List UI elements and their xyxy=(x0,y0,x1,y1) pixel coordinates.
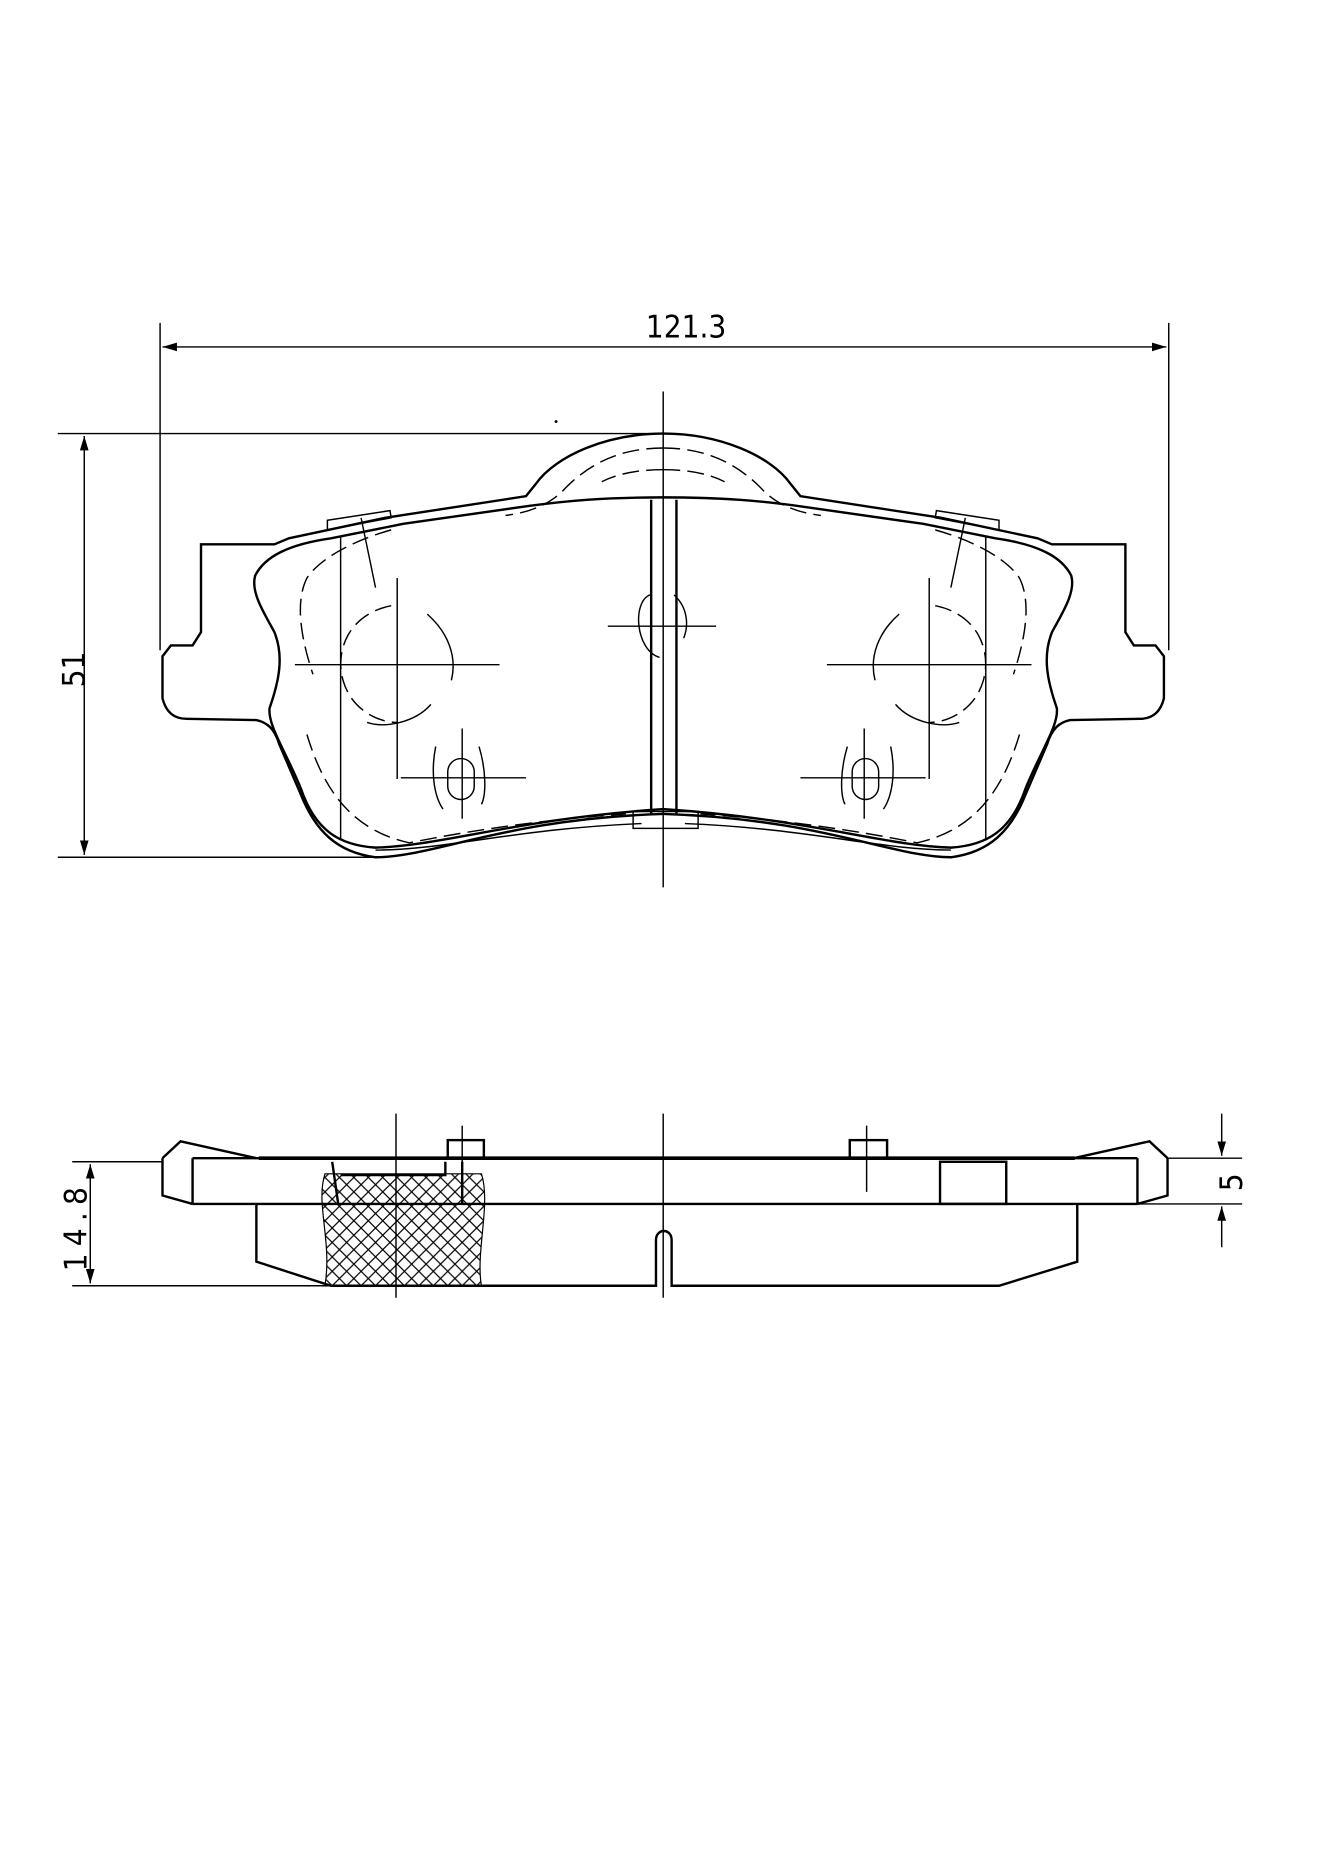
plate-thickness-dimension-label: 5 xyxy=(1214,1173,1250,1191)
height-dimension-label: 51 xyxy=(56,652,92,688)
thickness-dimension-label: 14.8 xyxy=(59,1180,95,1272)
center-rib xyxy=(607,499,717,830)
pad-outline-half xyxy=(161,432,664,859)
top-view: 121.3 51 xyxy=(56,309,1170,888)
width-dimension-label: 121.3 xyxy=(646,309,727,345)
plate-thickness-dimension: 5 xyxy=(1137,1113,1250,1248)
thickness-dimension: 14.8 xyxy=(59,1161,331,1287)
side-view: 14.8 5 xyxy=(59,1113,1250,1298)
height-dimension: 51 xyxy=(56,432,662,858)
width-dimension: 121.3 xyxy=(159,309,1170,651)
